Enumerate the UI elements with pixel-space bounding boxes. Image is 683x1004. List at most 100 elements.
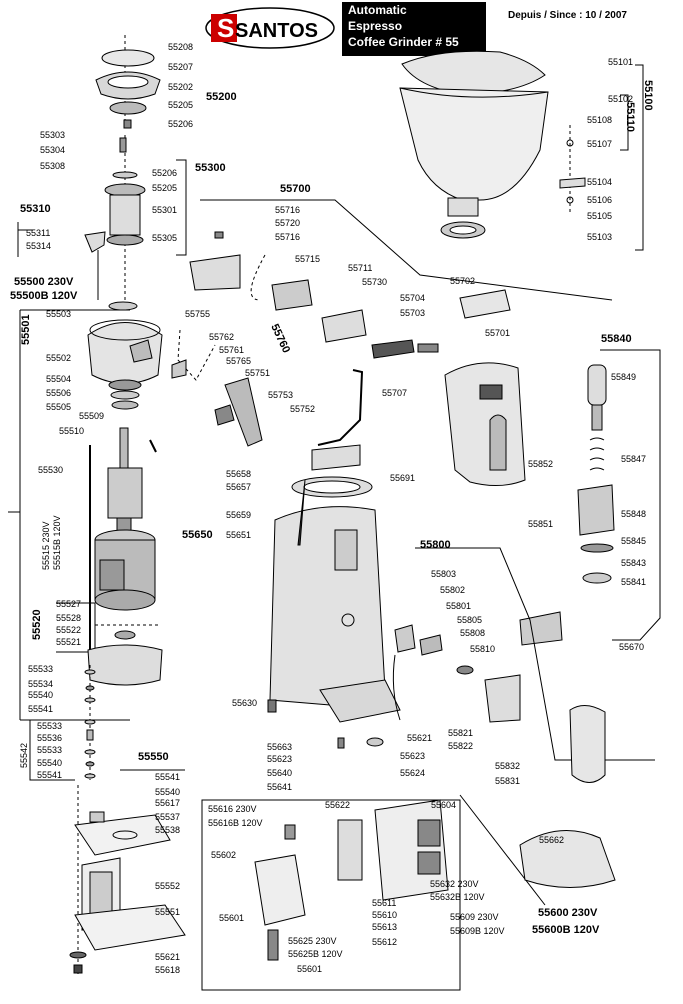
part-label: 55851 [528,519,553,529]
part-label: 55632B 120V [430,892,485,902]
part-label: 55701 [485,328,510,338]
burr-carrier-assembly [84,135,146,300]
part-label: 55752 [290,404,315,414]
part-label: 55510 [59,426,84,436]
part-label: 55506 [46,388,71,398]
part-label: 55551 [155,907,180,917]
part-label: 55847 [621,454,646,464]
part-label: 55500 230V [14,276,74,288]
part-label: 55101 [608,57,633,67]
part-label: 55308 [40,161,65,171]
part-label: 55618 [155,965,180,975]
part-label: 55206 [168,119,193,129]
part-label: 55205 [152,183,177,193]
part-label: 55310 [20,203,51,215]
part-label: 55206 [152,168,177,178]
part-label: 55205 [168,100,193,110]
part-label: 55651 [226,530,251,540]
part-label: 55691 [390,473,415,483]
part-label: 55541 [28,704,53,714]
part-label: 55702 [450,276,475,286]
part-label: 55720 [275,218,300,228]
part-label: 55505 [46,402,71,412]
part-label: 55504 [46,374,71,384]
part-label: 55624 [400,768,425,778]
title-box: Automatic Espresso Coffee Grinder # 55 [342,2,486,56]
part-label: 55550 [138,751,169,763]
part-label: 55803 [431,569,456,579]
part-label: 55528 [56,613,81,623]
front-panel [444,362,526,486]
part-label: 55530 [38,465,63,475]
part-label: 55541 [155,772,180,782]
part-label: 55502 [46,353,71,363]
part-label: 55604 [431,800,456,810]
part-label: 55625 230V [288,936,337,946]
part-label: 55107 [587,139,612,149]
part-label: 55801 [446,601,471,611]
lever-arm [214,377,263,447]
part-label: 55542 [19,743,29,768]
part-label: 55301 [152,205,177,215]
doser-assembly [577,364,615,584]
part-label: 55611 [372,898,396,908]
part-label: 55515B 120V [52,515,62,570]
part-label: 55533 [37,745,62,755]
part-label: 55202 [168,82,193,92]
part-label: 55104 [587,177,612,187]
part-label: 55640 [267,768,292,778]
part-label: 55305 [152,233,177,243]
part-label: 55765 [226,356,251,366]
part-label: 55663 [267,742,292,752]
part-label: 55600 230V [538,907,598,919]
part-label: 55103 [587,232,612,242]
part-label: 55600B 120V [532,924,600,936]
part-label: 55102 [608,94,633,104]
part-label: 55540 [155,787,180,797]
pcb-and-bracket [254,799,449,961]
part-label: 55841 [621,577,646,587]
part-label: 55509 [79,411,104,421]
part-label: 55715 [295,254,320,264]
part-label: 55849 [611,372,636,382]
part-label: 55108 [587,115,612,125]
title-line-2: Espresso [348,19,403,33]
part-label: 55533 [28,664,53,674]
part-label: 55821 [448,728,473,738]
part-label: 55822 [448,741,473,751]
part-label: 55760 [268,322,292,355]
part-label: 55700 [280,183,311,195]
part-label: 55533 [37,721,62,731]
part-label: 55800 [420,539,451,551]
part-label: 55623 [400,751,425,761]
part-label: 55520 [31,609,43,640]
part-label: 55845 [621,536,646,546]
part-label: 55632 230V [430,879,479,889]
part-label: 55832 [495,761,520,771]
part-label: 55208 [168,42,193,52]
part-label: 55303 [40,130,65,140]
part-label: 55105 [587,211,612,221]
part-label: 55848 [621,509,646,519]
part-label: 55200 [206,91,237,103]
santos-logo: S SANTOS [205,7,335,49]
part-label: 55840 [601,333,632,345]
part-label: 55621 [155,952,180,962]
part-label: 55541 [37,770,62,780]
part-label: 55501 [20,314,32,345]
title-line-1: Automatic [348,3,407,17]
part-label: 55755 [185,309,210,319]
title-line-3: Coffee Grinder # 55 [348,35,459,49]
part-label: 55657 [226,482,251,492]
part-label: 55521 [56,637,81,647]
part-label: 55616 230V [208,804,257,814]
part-label: 55641 [267,782,292,792]
part-label: 55808 [460,628,485,638]
part-label: 55658 [226,469,251,479]
part-label: 55540 [37,758,62,768]
brand-text: SANTOS [235,20,318,42]
part-label: 55707 [382,388,407,398]
part-label: 55110 [624,102,636,132]
part-label: 55670 [619,642,644,652]
